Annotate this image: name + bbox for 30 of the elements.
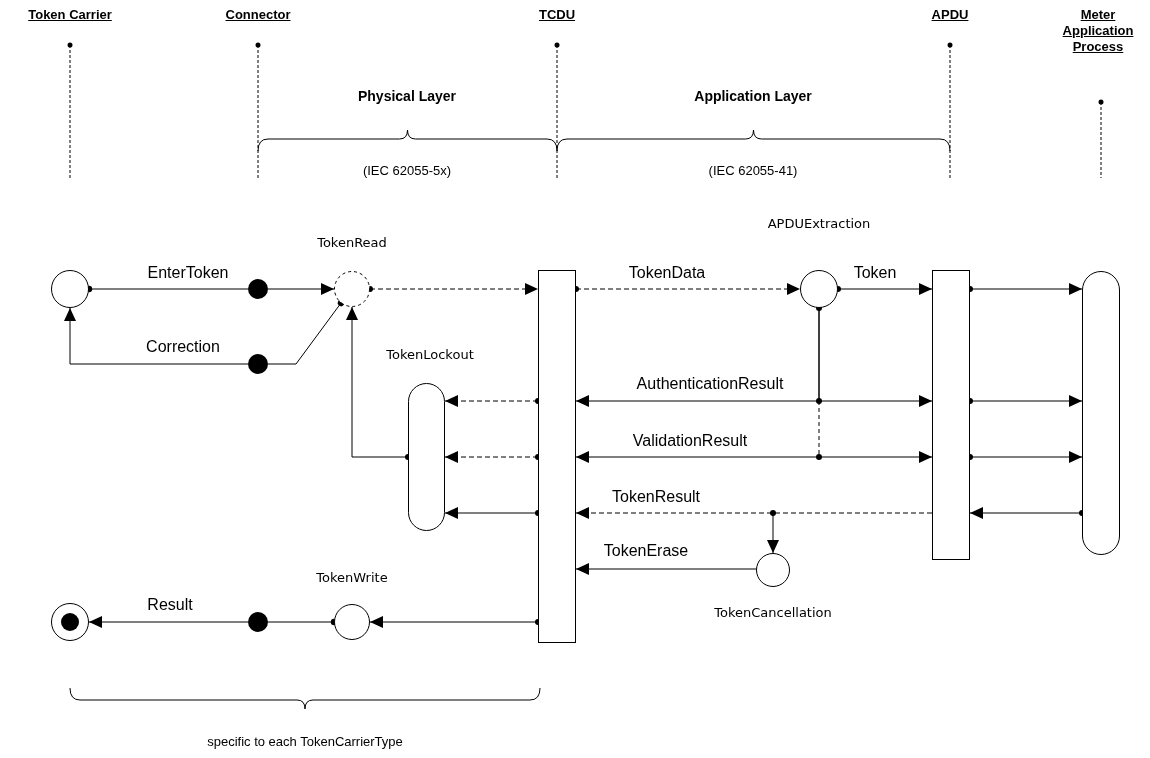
lifeline-header: Token Carrier — [28, 7, 112, 22]
arrow — [88, 616, 249, 628]
note-text: (IEC 62055-41) — [708, 163, 798, 178]
edge-label: AuthenticationResult — [636, 375, 784, 393]
arrow — [64, 307, 249, 365]
layer-title: Application Layer — [694, 88, 812, 104]
state-label: TokenRead — [317, 235, 387, 250]
state-label: APDUExtraction — [767, 216, 871, 231]
arrow — [575, 563, 757, 575]
edge-label: TokenResult — [612, 488, 700, 506]
edge-label: Token — [853, 264, 897, 282]
state-label: TokenLockout — [386, 347, 474, 362]
edge-label: Correction — [146, 338, 220, 356]
lifeline-header: APDU — [931, 7, 969, 22]
note-text: specific to each TokenCarrierType — [207, 734, 403, 749]
state-label: TokenWrite — [316, 570, 388, 585]
state-label: TokenCancellation — [714, 605, 832, 620]
note-text: (IEC 62055-5x) — [362, 163, 452, 178]
edge-label: TokenErase — [603, 542, 689, 560]
edge-label: EnterToken — [147, 264, 229, 282]
edge-label: ValidationResult — [632, 432, 748, 450]
connector-line — [267, 299, 345, 365]
edge-label: TokenData — [628, 264, 706, 282]
lifeline-header: Connector — [225, 7, 291, 22]
edge-label: Result — [147, 596, 193, 614]
lifeline-header: Meter Application Process — [1061, 7, 1135, 55]
layer-title: Physical Layer — [357, 88, 457, 104]
arrow — [575, 507, 933, 519]
lifeline-header: TCDU — [538, 7, 576, 22]
arrow — [267, 283, 335, 295]
